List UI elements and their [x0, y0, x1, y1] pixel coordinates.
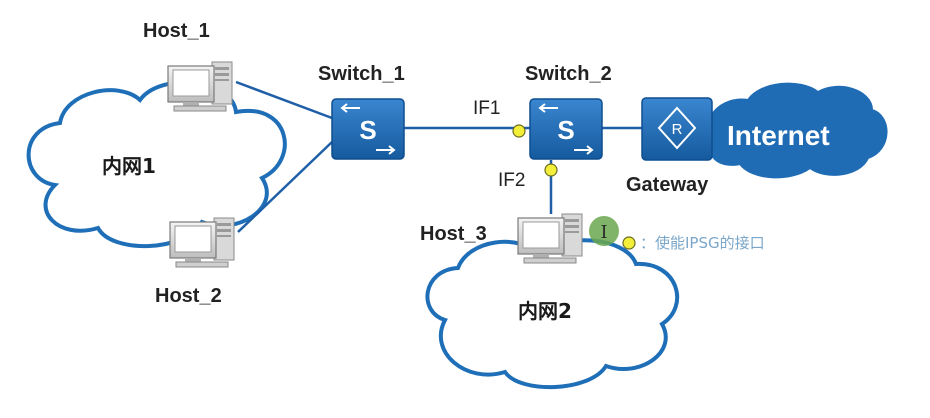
lan1-label: 内网1 [102, 154, 156, 178]
gateway-label: Gateway [626, 174, 709, 196]
switch2-glyph: S [557, 115, 574, 145]
legend-dot [622, 236, 636, 250]
switch1-glyph: S [359, 115, 376, 145]
links [235, 80, 642, 233]
if1-dot [512, 124, 526, 138]
cloud-lan1 [26, 80, 287, 248]
switch1-icon: S [331, 98, 405, 160]
if1-label: IF1 [473, 98, 500, 119]
legend-text: ：使能IPSG的接口 [640, 234, 765, 252]
cursor-highlight: I [589, 216, 619, 246]
cloud-lan2 [425, 238, 680, 389]
lan2-label: 内网2 [518, 299, 572, 323]
host2-label: Host_2 [155, 285, 222, 307]
router-glyph: R [672, 121, 683, 138]
text-cursor-icon: I [600, 222, 607, 243]
switch1-label: Switch_1 [318, 63, 405, 85]
host1-label: Host_1 [143, 20, 210, 42]
link-host1-switch1 [235, 80, 333, 120]
switch2-label: Switch_2 [525, 63, 612, 85]
host2-icon [169, 217, 235, 268]
legend: ：使能IPSG的接口 [622, 234, 765, 252]
link-host2-switch1 [237, 141, 333, 233]
internet-label: Internet [727, 120, 830, 151]
gateway-router-icon: R [641, 97, 713, 161]
cloud-internet [706, 82, 888, 179]
if2-label: IF2 [498, 170, 525, 191]
switch2-icon: S [529, 98, 603, 160]
host3-label: Host_3 [420, 223, 487, 245]
if2-dot [544, 163, 558, 177]
